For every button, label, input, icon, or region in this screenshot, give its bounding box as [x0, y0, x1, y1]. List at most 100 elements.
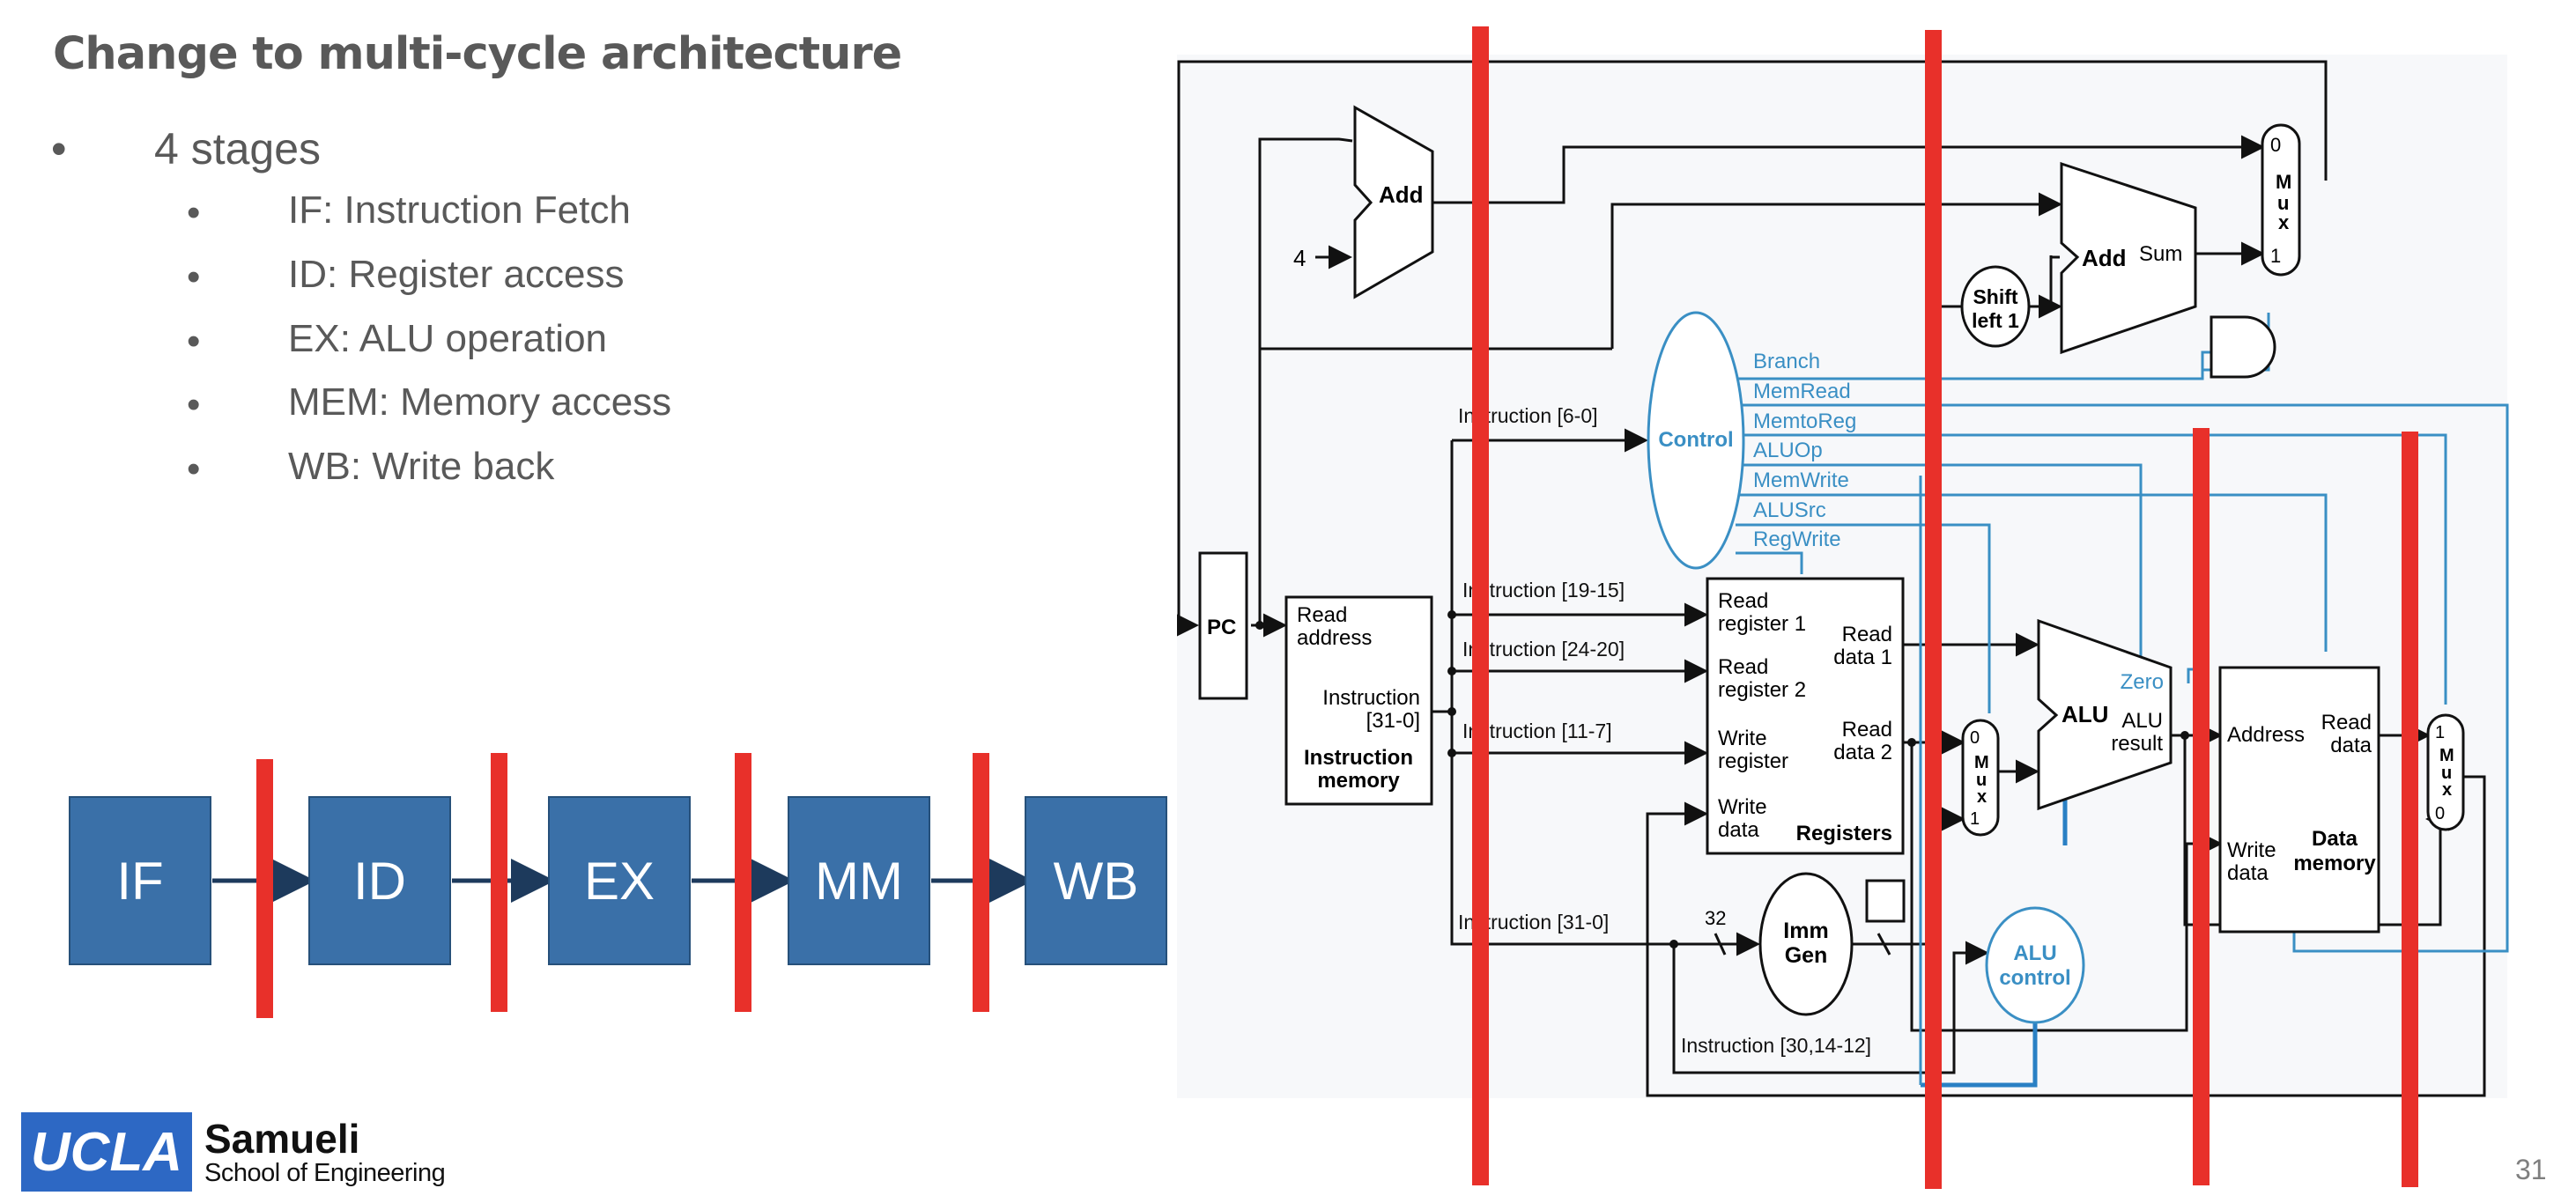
svg-text:u: u: [2441, 764, 2452, 783]
signal-branch: Branch: [1753, 350, 1820, 373]
shift-left-1: [1960, 265, 2031, 348]
stage-item-mem: MEM: Memory access: [288, 380, 672, 424]
branch-adder-label: Add: [2082, 245, 2127, 271]
stage-box-if: IF: [69, 796, 211, 965]
svg-text:x: x: [1977, 787, 1987, 807]
svg-text:Read: Read: [1718, 589, 1768, 613]
field-24-20: Instruction [24-20]: [1462, 638, 1625, 661]
pipeline-dividers: [1472, 26, 2418, 1189]
alu-result-label-2: result: [2111, 732, 2163, 756]
imem-read: Read: [1297, 603, 1347, 627]
field-30-14-12: Instruction [30,14-12]: [1681, 1034, 1871, 1057]
signal-alusrc: ALUSrc: [1753, 498, 1826, 522]
svg-text:M: M: [1974, 753, 1989, 772]
svg-text:data 2: data 2: [1833, 741, 1892, 764]
alusrc-mux: [1961, 719, 2000, 837]
branch-sum-label: Sum: [2139, 242, 2182, 266]
program-counter: [1198, 551, 1248, 700]
sub-bullet-glyph: •: [187, 320, 201, 363]
svg-text:Write: Write: [1718, 727, 1767, 750]
svg-text:Registers: Registers: [1796, 822, 1892, 845]
pipeline-register-4: [973, 753, 989, 1012]
svg-text:register: register: [1718, 749, 1788, 773]
pc-adder: [1353, 105, 1434, 299]
alu-control: [1985, 906, 2085, 1024]
bus-width-32: 32: [1705, 907, 1726, 929]
alu-control-label-1: ALU: [2013, 941, 2056, 965]
signal-regwrite: RegWrite: [1753, 528, 1841, 551]
svg-text:Write: Write: [2227, 838, 2276, 862]
bullet-glyph: •: [51, 124, 67, 173]
imem-name-1: Instruction: [1304, 746, 1413, 770]
control-unit: [1647, 311, 1745, 570]
imm-gen: [1758, 872, 1854, 1016]
field-19-15: Instruction [19-15]: [1462, 579, 1625, 602]
instruction-memory: [1284, 595, 1433, 806]
stage-box-ex: EX: [548, 796, 691, 965]
control-label: Control: [1658, 428, 1733, 452]
empty-box: [1865, 879, 1906, 923]
pipeline-arrows: [212, 753, 1033, 1018]
svg-text:data: data: [1718, 818, 1759, 842]
mux-top-x: x: [2278, 211, 2290, 233]
sub-bullet-glyph: •: [187, 191, 201, 234]
mux-top-m: M: [2276, 171, 2291, 193]
svg-text:Read: Read: [1842, 718, 1892, 742]
svg-text:register 1: register 1: [1718, 612, 1806, 636]
svg-text:x: x: [2442, 780, 2452, 800]
svg-text:0: 0: [1970, 728, 1980, 748]
svg-text:data 1: data 1: [1833, 646, 1892, 669]
alu-result-label-1: ALU: [2121, 709, 2163, 733]
stage-box-id: ID: [308, 796, 451, 965]
pipeline-register-2: [491, 753, 507, 1012]
alu-label: ALU: [2062, 701, 2108, 727]
svg-text:data: data: [2330, 734, 2372, 757]
svg-text:data: data: [2227, 861, 2269, 885]
branch-and-gate: [2210, 315, 2276, 379]
branch-adder: [2060, 161, 2197, 355]
mux-top-u: u: [2277, 192, 2289, 214]
datapath-diagram: Add 4 Add Sum Shift left 1 0 M u x 1 Con…: [1177, 26, 2509, 1189]
ucla-logo: UCLA: [21, 1112, 192, 1192]
page-title: Change to multi-cycle architecture: [53, 28, 902, 80]
pipeline-line-mem-wb: [2402, 432, 2418, 1187]
svg-text:register 2: register 2: [1718, 678, 1806, 702]
pc-adder-label: Add: [1379, 181, 1424, 208]
stage-box-mm: MM: [788, 796, 930, 965]
pipeline-register-1: [256, 759, 273, 1018]
pipeline-line-if-id: [1472, 26, 1489, 1185]
data-memory: [2218, 666, 2380, 934]
signal-memread: MemRead: [1753, 380, 1851, 403]
pc-label: PC: [1207, 616, 1236, 639]
const-four: 4: [1293, 245, 1306, 271]
signal-aluop: ALUOp: [1753, 439, 1823, 462]
register-file: [1706, 577, 1905, 855]
sub-bullet-glyph: •: [187, 383, 201, 426]
alu-control-label-2: control: [1999, 966, 2070, 990]
stage-item-ex: EX: ALU operation: [288, 317, 608, 360]
imem-name-2: memory: [1317, 769, 1400, 793]
pipeline-line-id-ex: [1925, 30, 1942, 1189]
alu: [2037, 618, 2173, 811]
pipeline-line-ex-mem: [2193, 428, 2210, 1185]
svg-text:M: M: [2439, 746, 2454, 765]
pc-source-mux: [2261, 123, 2301, 277]
signal-memwrite: MemWrite: [1753, 469, 1849, 492]
svg-text:Data: Data: [2312, 827, 2358, 851]
pipeline-register-3: [735, 753, 751, 1012]
svg-text:1: 1: [1970, 809, 1980, 829]
mux-top-in0: 0: [2270, 134, 2281, 156]
register-file-labels: Read register 1 Read register 2 Write re…: [1718, 589, 1892, 845]
imem-range: [31-0]: [1366, 709, 1420, 733]
imem-address: address: [1297, 626, 1372, 650]
stage-box-wb: WB: [1025, 796, 1167, 965]
data-memory-labels: Address Read data Write data Data memory: [2227, 711, 2376, 885]
imm-gen-label-1: Imm: [1783, 919, 1828, 943]
shift-label-2: left 1: [1972, 309, 2019, 332]
stage-item-wb: WB: Write back: [288, 445, 555, 488]
memtoreg-mux: [2426, 713, 2465, 831]
svg-text:Address: Address: [2227, 723, 2305, 747]
mux-top-in1: 1: [2270, 245, 2281, 267]
stage-item-if: IF: Instruction Fetch: [288, 188, 631, 232]
logo-name: Samueli: [204, 1116, 360, 1162]
